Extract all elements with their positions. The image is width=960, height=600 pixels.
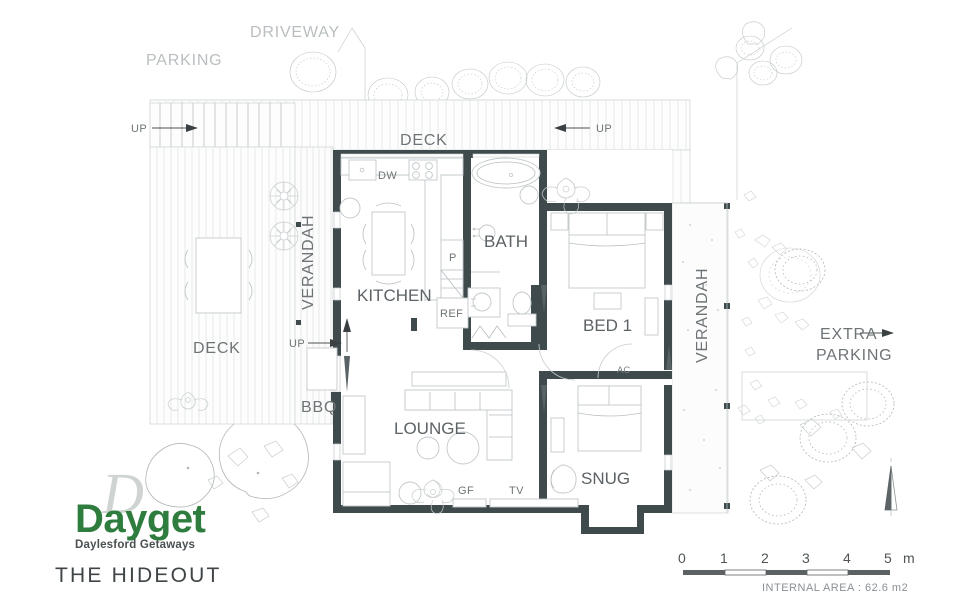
brand-name: Dayget xyxy=(75,497,206,541)
windows xyxy=(333,153,672,471)
stair-treads xyxy=(159,103,282,147)
deck-plant-upper-right xyxy=(541,177,591,215)
bath-fittings xyxy=(467,157,541,339)
label-verandah-left: VERANDAH xyxy=(300,215,317,310)
snug-fittings xyxy=(550,385,642,494)
label-bbq: BBQ xyxy=(301,399,337,416)
label-extra-parking-2: PARKING xyxy=(816,347,892,364)
page-title: THE HIDEOUT xyxy=(55,564,222,587)
gas-fire-unit xyxy=(452,498,487,508)
verandah-left-boards xyxy=(300,147,332,424)
verandah-right-speckle xyxy=(681,223,722,492)
fixture-label-dw: DW xyxy=(378,170,397,182)
room-label-bath: BATH xyxy=(484,232,528,251)
room-label-lounge: LOUNGE xyxy=(394,419,466,438)
deck-furniture xyxy=(167,181,299,411)
door-leaves xyxy=(344,285,672,413)
label-parking: PARKING xyxy=(146,52,222,69)
deck-plant-bottom xyxy=(167,391,209,411)
toilet xyxy=(507,291,537,327)
verandah-right-surface xyxy=(671,202,729,514)
trees-bottom-left xyxy=(145,412,309,523)
room-label-bed1: BED 1 xyxy=(583,316,632,335)
scale-tick-5: 5 xyxy=(884,550,892,566)
labels-layer: PARKING DRIVEWAY DECK DECK VERANDAH VERA… xyxy=(131,24,892,497)
internal-area-note: INTERNAL AREA : 62.6 m2 xyxy=(762,582,908,594)
label-verandah-right: VERANDAH xyxy=(694,268,711,363)
scale-tick-1: 1 xyxy=(720,550,728,566)
kitchen-steps xyxy=(440,269,464,299)
label-deck-top: DECK xyxy=(400,132,448,149)
fixture-label-gf: GF xyxy=(458,485,474,497)
branding: D Dayget Daylesford Getaways THE HIDEOUT xyxy=(55,461,222,587)
scale-bar: 0 1 2 3 4 5 m INTERNAL AREA : 62.6 m2 xyxy=(678,550,915,594)
paving-right xyxy=(741,371,868,421)
scale-seg-2 xyxy=(766,570,807,575)
label-deck-left: DECK xyxy=(193,340,241,357)
bed1-door-swing xyxy=(538,343,576,381)
fixture-label-ref: REF xyxy=(440,308,463,320)
label-up-left: UP xyxy=(131,123,147,135)
trees-right-lower xyxy=(749,248,895,525)
stairs-left xyxy=(149,102,296,148)
deck-planters xyxy=(269,181,299,251)
door-swings xyxy=(470,343,633,389)
gravel-right xyxy=(734,190,843,425)
scale-seg-0 xyxy=(683,570,725,575)
scale-tick-4: 4 xyxy=(843,550,851,566)
shrubs-top xyxy=(289,51,601,113)
label-up-mid: UP xyxy=(289,338,305,350)
tv-unit xyxy=(489,498,579,508)
fixture-label-tv: TV xyxy=(509,485,524,497)
scale-tick-0: 0 xyxy=(678,550,686,566)
room-label-snug: SNUG xyxy=(581,469,630,488)
bath-basin-lower xyxy=(467,287,501,318)
bath-basin-upper xyxy=(472,224,496,242)
kitchen-fittings xyxy=(339,157,469,329)
wall-nib xyxy=(411,318,417,331)
fixture-label-ac: AC xyxy=(617,365,630,376)
label-extra-parking-1: EXTRA xyxy=(820,326,877,343)
bbq-unit xyxy=(306,347,341,402)
scale-seg-4 xyxy=(848,570,890,575)
scale-unit: m xyxy=(903,550,915,566)
scale-seg-1 xyxy=(724,569,767,576)
scale-tick-2: 2 xyxy=(761,550,769,566)
shrubs-top-right xyxy=(715,21,803,86)
bed1-fittings xyxy=(550,212,664,336)
path-right xyxy=(736,27,793,200)
lounge-fittings xyxy=(342,371,579,515)
scale-tick-3: 3 xyxy=(802,550,810,566)
brand-monogram: D xyxy=(101,461,144,526)
north-arrow-icon xyxy=(884,458,898,516)
verandah-left-posts xyxy=(296,222,301,325)
brand-tagline: Daylesford Getaways xyxy=(75,539,195,551)
up-indicators xyxy=(152,124,894,352)
room-label-kitchen: KITCHEN xyxy=(357,286,432,305)
label-driveway: DRIVEWAY xyxy=(250,24,340,41)
fixture-label-pantry: P xyxy=(449,252,457,264)
scale-seg-3 xyxy=(806,569,849,576)
lounge-plant xyxy=(398,479,455,515)
label-up-right: UP xyxy=(596,123,612,135)
